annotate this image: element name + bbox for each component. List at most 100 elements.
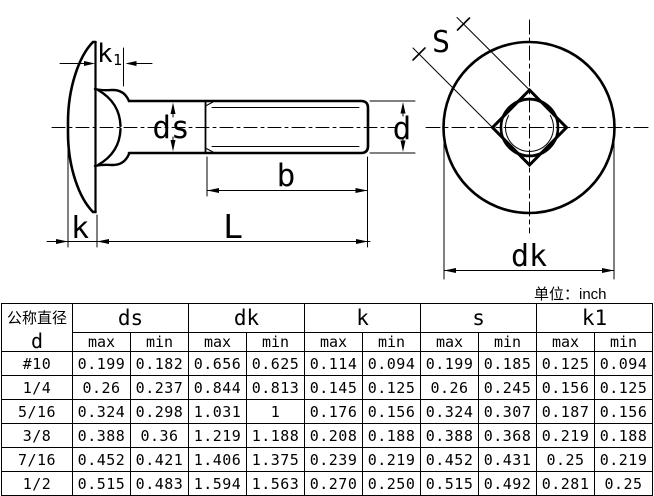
table-cell: 0.125 [594,375,654,400]
table-cell: 0.25 [536,447,596,472]
table-cell: 0.388 [72,423,131,448]
table-cell: 1.375 [246,447,306,472]
table-cell: 1 [246,399,306,424]
square-neck-top-edge [93,87,131,103]
table-cell: 0.245 [478,375,538,400]
label-k1: k [97,39,113,69]
table-cell: 0.515 [72,471,131,496]
end-view-dimensions: S dk [412,17,615,280]
table-cell: 0.219 [536,423,596,448]
table-cell: 0.156 [594,399,654,424]
table-cell: 0.324 [72,399,131,424]
table-cell: 0.185 [478,351,538,376]
sub-header-max: max [536,332,596,352]
sub-header-min: min [246,332,306,352]
dim-d: d [369,100,416,154]
label-k1-subscript: 1 [113,51,122,69]
table-cell: 0.388 [420,423,480,448]
arrowhead [207,188,219,193]
dim-s-extension-lower [412,47,493,128]
group-header-k: k [304,303,422,333]
sub-header-min: min [478,332,538,352]
arrowhead [84,61,95,66]
table-cell: 0.187 [536,399,596,424]
table-cell: 0.36 [129,423,190,448]
row-label: 7/16 [1,447,73,472]
arrowhead [125,61,137,66]
label-k: k [71,211,89,246]
table-cell: 0.188 [362,423,422,448]
arrowhead [97,239,109,244]
table-cell: 0.219 [594,447,654,472]
sub-header-min: min [362,332,422,352]
dimension-table: 公称直径 d ds dk k s k1 max min max min max … [1,303,654,496]
table-cell: 0.452 [72,447,131,472]
table-cell: 0.25 [594,471,654,496]
dim-ds: ds [152,102,190,152]
group-header-s: s [420,303,538,333]
group-header-dk: dk [188,303,306,333]
label-L: L [223,207,243,246]
sub-header-max: max [304,332,364,352]
row-label: 1/2 [1,471,73,496]
dim-k-and-L: k L [46,133,371,248]
table-cell: 0.298 [129,399,190,424]
arrowhead [400,102,406,114]
table-cell: 0.156 [362,399,422,424]
arrowhead [170,140,176,152]
label-b: b [277,158,296,194]
dim-s-extension-upper [456,17,530,91]
label-d: d [393,111,412,147]
table-header-sub-row: max min max min max min max min max min [2,332,654,352]
row-label: 1/4 [1,375,73,400]
sub-header-max: max [420,332,480,352]
table-cell: 0.199 [420,351,480,376]
row-label: 3/8 [1,423,73,448]
side-view-dimensions: k 1 ds b [46,39,416,248]
arrowhead [602,268,614,273]
corner-header-cell: 公称直径 d [1,303,73,352]
table-cell: 0.145 [304,375,364,400]
table-cell: 0.176 [304,399,364,424]
label-s: S [432,25,450,60]
table-row: 7/16 0.452 0.421 1.406 1.375 0.239 0.219… [1,447,654,472]
table-cell: 1.594 [188,471,248,496]
table-cell: 0.188 [594,423,654,448]
table-row: 3/8 0.388 0.36 1.219 1.188 0.208 0.188 0… [1,423,654,448]
table-cell: 0.368 [478,423,538,448]
arrowhead [56,239,68,244]
table-cell: 0.125 [536,351,596,376]
dim-s: S [412,17,530,128]
table-cell: 1.563 [246,471,306,496]
table-header-group-row: 公称直径 d ds dk k s k1 [1,303,654,352]
corner-header-line1: 公称直径 [6,310,67,327]
row-label: #10 [1,351,73,376]
table-cell: 0.156 [536,375,596,400]
table-cell: 0.094 [362,351,422,376]
group-header-ds: ds [71,303,190,333]
square-neck-bottom-edge [93,152,131,168]
table-cell: 1.406 [188,447,248,472]
table-cell: 0.182 [129,351,190,376]
table-cell: 0.208 [304,423,364,448]
table-row: 1/2 0.515 0.483 1.594 1.563 0.270 0.250 … [1,471,654,496]
table-cell: 0.281 [536,471,596,496]
table-cell: 0.094 [594,351,654,376]
arrowhead [355,188,368,193]
corner-header-line2: d [30,329,44,352]
table-cell: 0.219 [362,447,422,472]
table-row: 5/16 0.324 0.298 1.031 1 0.176 0.156 0.3… [1,399,654,424]
arrowhead [170,102,176,114]
group-header-k1: k1 [536,303,654,333]
sub-header-min: min [129,332,190,352]
square-neck-corner-arc-bottom [96,127,122,167]
sub-header-max: max [72,332,131,352]
table-cell: 0.199 [72,351,131,376]
label-dk: dk [511,239,547,274]
unit-note: 单位：inch [534,286,607,303]
label-ds: ds [152,110,189,146]
bolt-side-view [51,40,398,214]
table-cell: 0.307 [478,399,538,424]
thread-chamfer-bottom [205,147,214,153]
